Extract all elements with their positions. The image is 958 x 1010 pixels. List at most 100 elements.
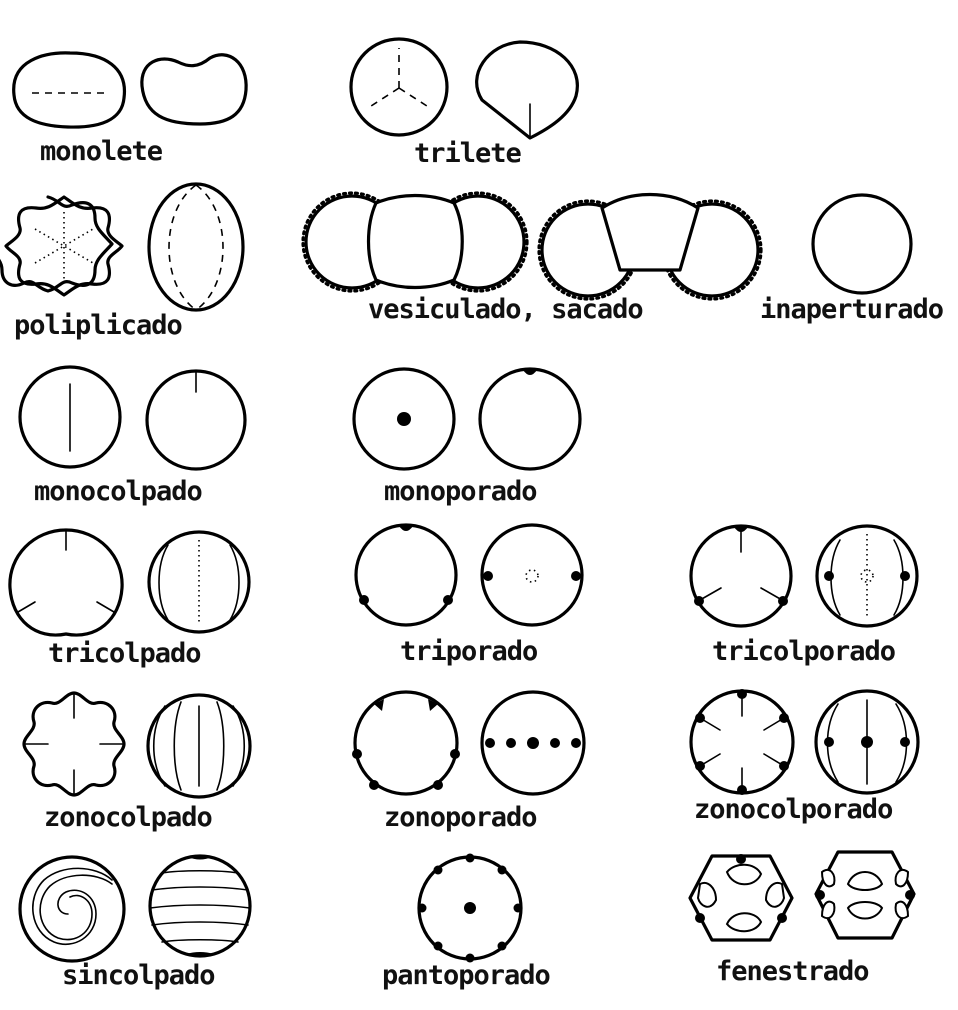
triporado-pore-2 [359, 595, 369, 605]
zonocolporado-side-pore-1 [824, 737, 834, 747]
monoporado-shape-2 [480, 369, 580, 469]
fenestrado-lumen-8 [896, 870, 908, 886]
monolete-group: monolete [14, 53, 246, 167]
sincolpado-group: sincolpado [20, 856, 250, 991]
pantoporado-pore-5 [514, 904, 523, 913]
vesiculado-body-2 [602, 195, 698, 271]
tricolpado-colpus-3 [97, 602, 114, 612]
fenestrado-lumen-1 [727, 865, 761, 885]
pantoporado-pore-7 [498, 942, 507, 951]
tricolporado-colpus-3 [761, 588, 782, 600]
fenestrado-lumen-5 [848, 872, 882, 890]
label-inaperturado: inaperturado [760, 294, 943, 325]
tricolporado-group: tricolporado [691, 526, 917, 667]
sincolpado-side-colpus-2 [152, 887, 248, 890]
monoporado-pore-2 [523, 370, 537, 375]
fenestrado-pore-5 [905, 890, 915, 900]
label-poliplicado: poliplicado [14, 310, 182, 341]
fenestrado-pore-2 [695, 913, 705, 923]
fenestrado-pore-1 [736, 854, 746, 864]
poliplicado-polar-shape-main [6, 197, 122, 295]
fenestrado-lumen-6 [848, 902, 882, 919]
fenestrado-lumen-2 [698, 883, 716, 907]
zonocolporado-side-pore-2 [861, 736, 873, 748]
zonocolpado-side-colpus-4 [217, 702, 224, 790]
zonocolporado-pore-3 [695, 713, 705, 723]
tricolporado-colpus-2 [700, 588, 721, 600]
sincolpado-side-cap-top [188, 856, 212, 860]
poliplicado-polar-shape [0, 197, 112, 291]
label-trilete: trilete [414, 138, 522, 169]
label-fenestrado: fenestrado [716, 956, 869, 987]
zonoporado-side-pore-2 [506, 738, 516, 748]
fenestrado-lumen-9 [822, 902, 834, 918]
poliplicado-side-plica-1 [169, 185, 196, 310]
zonoporado-side-pore-3 [527, 737, 539, 749]
label-zonoporado: zonoporado [384, 802, 537, 833]
zonoporado-pore-5 [369, 780, 379, 790]
monoporado-group: monoporado [354, 369, 580, 507]
tricolpado-side-shape [149, 532, 249, 632]
tricolporado-pore-2 [694, 596, 704, 606]
pantoporado-group: pantoporado [382, 854, 550, 992]
tricolpado-side-colpus-2 [230, 545, 239, 620]
zonocolporado-pore-4 [779, 713, 789, 723]
zonoporado-pore-3 [352, 749, 362, 759]
triporado-side-pore-1 [483, 571, 493, 581]
fenestrado-group: fenestrado [690, 852, 915, 987]
monoporado-pore-1 [397, 412, 411, 426]
label-vesiculado: vesiculado, sacado [368, 294, 643, 325]
triporado-pore-1 [399, 526, 413, 531]
tricolporado-pore-1 [734, 527, 748, 532]
zonocolpado-group: zonocolpado [24, 693, 250, 833]
sincolpado-side-colpus-3 [150, 905, 250, 908]
vesiculado-body-1 [369, 196, 463, 288]
poliplicado-side-shape [149, 184, 243, 310]
label-sincolpado: sincolpado [62, 960, 215, 991]
label-monoporado: monoporado [384, 476, 537, 507]
trilete-group: trilete [351, 39, 577, 169]
zonoporado-pore-6 [433, 780, 443, 790]
tricolporado-side-pore-2 [900, 571, 910, 581]
fenestrado-lumen-7 [822, 870, 834, 886]
zonocolporado-pore-1 [737, 689, 747, 699]
tricolporado-side-pore-1 [824, 571, 834, 581]
pantoporado-pore-6 [434, 942, 443, 951]
trilete-scar-3 [399, 88, 430, 108]
zonoporado-side-pore-5 [571, 738, 581, 748]
fenestrado-pore-3 [777, 913, 787, 923]
tricolporado-pore-3 [778, 596, 788, 606]
zonocolporado-side-pore-3 [900, 737, 910, 747]
label-tricolpado: tricolpado [48, 638, 201, 669]
label-tricolporado: tricolporado [712, 636, 895, 667]
zonocolporado-group: zonocolporado [691, 689, 918, 825]
zonocolpado-side-colpus-2 [174, 702, 181, 790]
monolete-polar-shape [14, 53, 125, 127]
triporado-pore-3 [443, 595, 453, 605]
fenestrado-lumen-4 [727, 913, 761, 931]
sincolpado-side-colpus-1 [162, 871, 238, 873]
trilete-scar-2 [368, 88, 399, 108]
pantoporado-pore-2 [434, 866, 443, 875]
tricolpado-side-colpus-1 [159, 545, 168, 620]
pantoporado-pore-3 [498, 866, 507, 875]
label-monolete: monolete [40, 136, 163, 167]
label-zonocolporado: zonocolporado [694, 794, 892, 825]
poliplicado-group: poliplicado [0, 184, 243, 341]
monolete-side-shape [142, 55, 246, 124]
triporado-group: triporado [356, 525, 582, 667]
fenestrado-shape-2 [816, 852, 914, 938]
pantoporado-pore-4 [418, 904, 427, 913]
pantoporado-pore-center [464, 902, 476, 914]
zonoporado-pore-4 [450, 749, 460, 759]
triporado-side-shape [482, 525, 582, 625]
vesiculado-group: vesiculado, sacado [303, 193, 761, 325]
label-monocolpado: monocolpado [34, 476, 202, 507]
pantoporado-pore-1 [466, 854, 475, 863]
zonoporado-group: zonoporado [352, 692, 584, 833]
poliplicado-side-plica-2 [196, 185, 223, 310]
sincolpado-side-colpus-5 [162, 940, 238, 942]
fenestrado-lumen-10 [896, 902, 908, 918]
sincolpado-spiral-colpus-2 [40, 875, 112, 939]
